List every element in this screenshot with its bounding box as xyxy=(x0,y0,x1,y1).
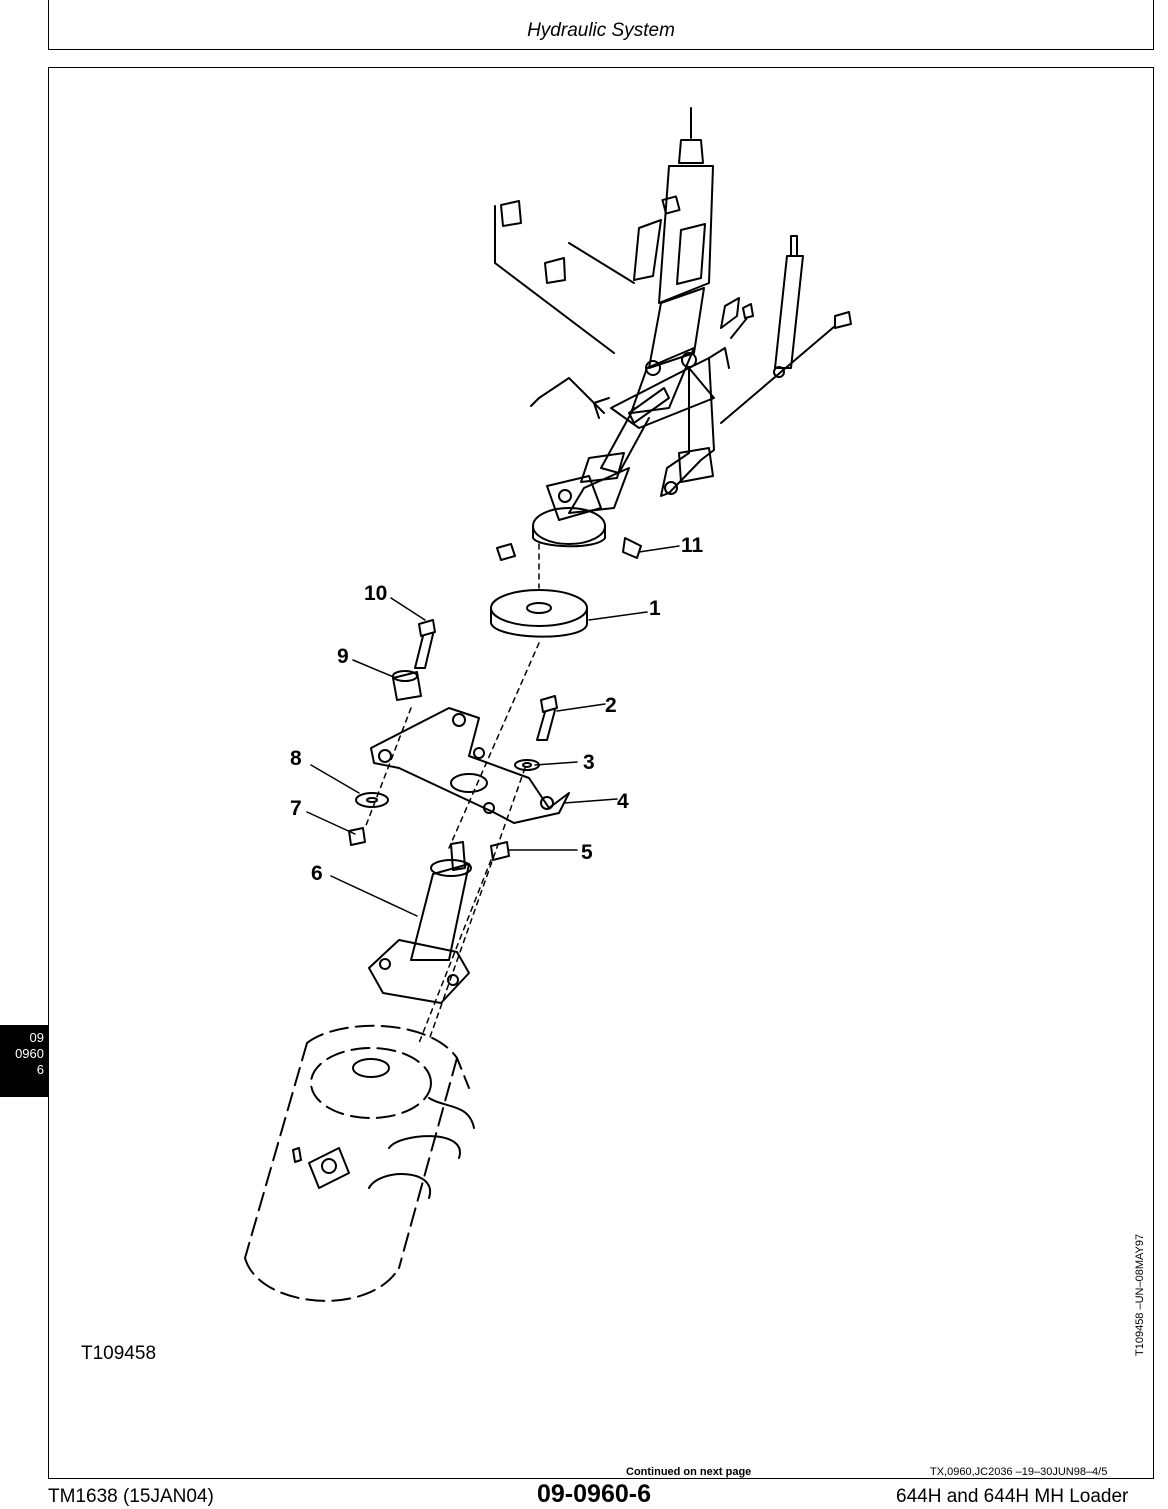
steering-valve-details xyxy=(292,1058,475,1199)
header-title: Hydraulic System xyxy=(527,20,675,41)
callout-6: 6 xyxy=(311,862,323,885)
universal-joint xyxy=(496,475,642,561)
callout-11: 11 xyxy=(681,534,704,557)
part-1-seal xyxy=(490,589,588,638)
part-6-valve-shaft xyxy=(368,841,472,1004)
callout-5: 5 xyxy=(581,841,593,864)
page-number: 09-0960-6 xyxy=(537,1480,651,1508)
continued-note: Continued on next page xyxy=(626,1466,752,1478)
part-9-bushing xyxy=(392,670,422,701)
callout-leaders xyxy=(306,545,680,917)
assembly-centerlines xyxy=(364,543,540,1044)
exploded-view-figure: 1 2 3 4 5 6 7 8 9 10 11 T109458 T109458 … xyxy=(48,67,1154,1479)
callout-2: 2 xyxy=(605,694,617,717)
section-tab-line3: 6 xyxy=(36,1062,44,1077)
reference-code: TX,0960,JC2036 –19–30JUN98–4/5 xyxy=(930,1466,1108,1478)
machine-name: 644H and 644H MH Loader xyxy=(896,1486,1129,1507)
part-2-cap-screw xyxy=(536,695,558,741)
steering-valve-body xyxy=(244,1024,470,1302)
callout-1: 1 xyxy=(649,597,661,620)
callout-4: 4 xyxy=(617,790,629,813)
part-8-washer xyxy=(355,792,389,808)
exploded-view-drawing: 1 2 3 4 5 6 7 8 9 10 11 xyxy=(244,107,852,1302)
callout-10: 10 xyxy=(364,582,387,605)
callout-8: 8 xyxy=(290,747,302,770)
column-support-bracket xyxy=(660,357,715,497)
section-tab-line1: 09 xyxy=(29,1030,44,1045)
part-10-cap-screw xyxy=(414,619,436,669)
callout-9: 9 xyxy=(337,645,349,668)
damper-cylinder xyxy=(720,235,852,424)
figure-side-id: T109458 –UN–08MAY97 xyxy=(1134,1233,1146,1356)
section-tab: 09 0960 6 xyxy=(0,1025,48,1097)
section-tab-line2: 0960 xyxy=(15,1046,44,1061)
part-4-mounting-plate xyxy=(370,707,570,824)
manual-id: TM1638 (15JAN04) xyxy=(48,1486,214,1507)
part-7-nut xyxy=(348,827,366,846)
callout-7: 7 xyxy=(290,797,302,820)
steering-column-assembly xyxy=(568,107,740,514)
upper-hardware xyxy=(494,200,635,414)
part-5-nut xyxy=(490,841,510,861)
page-header: Hydraulic System xyxy=(48,0,1154,50)
figure-id: T109458 xyxy=(81,1343,157,1364)
callout-3: 3 xyxy=(583,751,595,774)
